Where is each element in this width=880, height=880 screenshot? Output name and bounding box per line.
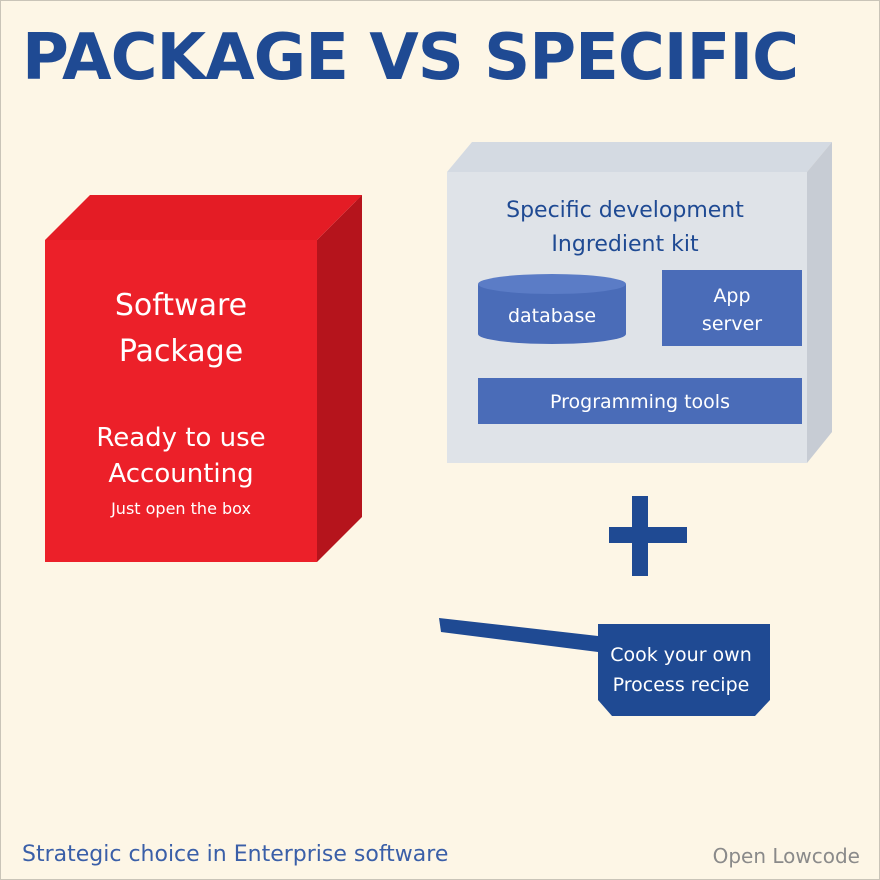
page-title: PACKAGE VS SPECIFIC [22, 21, 799, 95]
kit-title-line1: Specific development [506, 198, 744, 223]
cooking-pan-icon [439, 618, 770, 716]
pan-body [598, 624, 770, 716]
footer-brand: Open Lowcode [712, 844, 860, 868]
package-subtitle-line2: Accounting [108, 459, 254, 489]
app-server-label-line2: server [701, 313, 763, 335]
package-title-line2: Package [118, 334, 244, 369]
pan-label-line1: Cook your own [610, 644, 752, 666]
app-server-label: App server [662, 282, 802, 338]
kit-box-top [447, 142, 832, 172]
package-subtitle: Ready to use Accounting [50, 420, 312, 492]
app-server-label-line1: App [713, 285, 751, 307]
app-server-block [662, 270, 802, 346]
pan-handle [439, 618, 598, 652]
package-box-front [45, 240, 317, 562]
kit-title-line2: Ingredient kit [551, 232, 699, 257]
plus-icon [609, 496, 687, 576]
package-title: Software Package [50, 283, 312, 375]
software-package-box [45, 195, 362, 562]
package-note: Just open the box [111, 499, 251, 518]
kit-box-side [807, 142, 832, 463]
package-box-side [317, 195, 362, 562]
package-title-line1: Software [114, 288, 248, 323]
kit-title: Specific development Ingredient kit [462, 194, 788, 262]
pan-label: Cook your own Process recipe [592, 640, 770, 700]
pan-label-line2: Process recipe [612, 674, 750, 696]
programming-tools-label: Programming tools [550, 391, 730, 413]
footer-caption: Strategic choice in Enterprise software [22, 842, 449, 867]
database-cylinder [478, 274, 626, 344]
package-subtitle-line1: Ready to use [96, 423, 266, 453]
package-box-top-face [45, 195, 362, 240]
programming-tools-block [478, 378, 802, 424]
database-label: database [507, 305, 597, 327]
